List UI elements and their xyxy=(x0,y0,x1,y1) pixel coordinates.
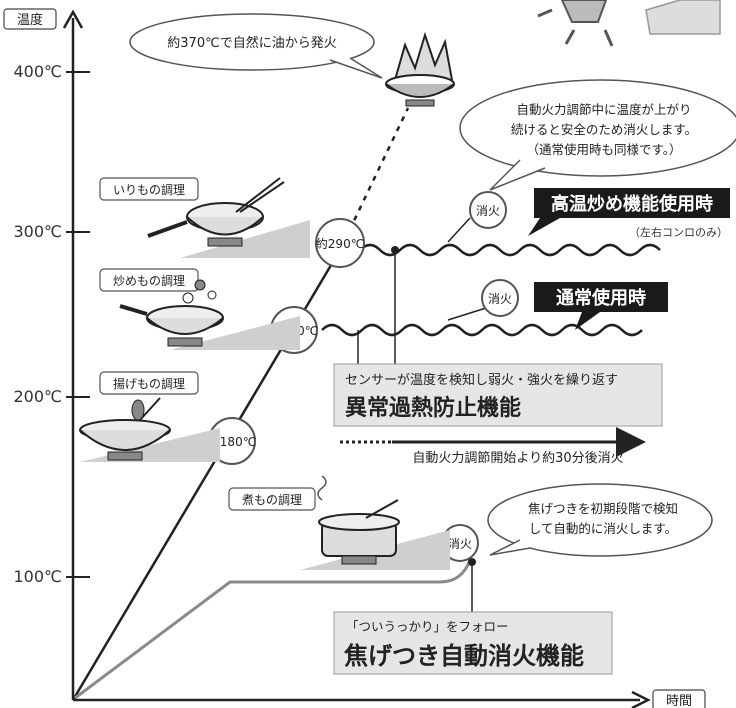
ignite-text: 約370℃で自然に油から発火 xyxy=(167,35,336,51)
simmer-curve xyxy=(74,559,472,700)
nimono-label-box xyxy=(228,487,316,511)
scorch-sub: 「ついうっかり」をフォロー xyxy=(346,619,509,634)
agemono-label: 揚げもの調理 xyxy=(113,377,185,391)
overheat-box xyxy=(333,363,663,427)
extinguish-high-pointer xyxy=(447,217,471,243)
agemono-label-box xyxy=(99,371,199,395)
circle-290 xyxy=(315,218,365,268)
x-axis-arrowhead xyxy=(631,690,651,708)
x-axis-label: 時間 xyxy=(666,694,692,708)
auto-off-line-2: 続けると安全のため消火します。 xyxy=(511,122,697,137)
extinguish-normal-label: 消火 xyxy=(488,292,512,306)
y-axis-arrowhead xyxy=(62,9,84,29)
high-mode-text: 高温炒め機能使用時 xyxy=(551,193,713,215)
auto-off-bubble: 自動火力調節中に温度が上がり 続けると安全のため消火します。 （通常使用時も同様… xyxy=(459,79,736,191)
normal-mode-text: 通常使用時 xyxy=(556,287,646,309)
scorch-line-1: 焦げつきを初期段階で検知 xyxy=(528,501,678,516)
nimono-pot-illustration xyxy=(300,475,450,570)
scorch-box xyxy=(333,611,613,675)
extinguish-circle-normal xyxy=(481,279,519,317)
y-axis-label: 温度 xyxy=(17,12,43,28)
normal-mode-label: 通常使用時 xyxy=(534,282,668,330)
agemono-pot-illustration xyxy=(79,397,220,462)
tick-label-300: 300℃ xyxy=(13,222,62,241)
extinguish-high-label: 消火 xyxy=(476,204,500,218)
scorch-line-2: して自動的に消火します。 xyxy=(529,521,677,536)
itamemono-label: 炒めもの調理 xyxy=(113,274,185,288)
tick-label-100: 100℃ xyxy=(13,567,62,586)
irimono-label: いりもの調理 xyxy=(113,183,185,197)
timer-note: 自動火力調節開始より約30分後消火 xyxy=(412,451,623,466)
irimono-label-box xyxy=(99,177,199,201)
overheat-title: 異常過熱防止機能 xyxy=(345,395,521,421)
auto-off-line-1: 自動火力調節中に温度が上がり xyxy=(516,102,691,117)
extinguish-circle-high xyxy=(469,191,507,229)
y-axis-label-box xyxy=(3,8,57,30)
itamemono-pan-illustration xyxy=(119,279,300,350)
normal-wave xyxy=(321,323,643,337)
fire-pot-illustration xyxy=(385,31,455,107)
extinguish-scorch-label: 消火 xyxy=(448,537,472,551)
x-axis-label-box xyxy=(652,689,706,708)
circle-290-label: 約290℃ xyxy=(316,236,364,251)
overheat-sub: センサーが温度を検知し弱火・強火を繰り返す xyxy=(345,372,618,388)
top-right-decoration xyxy=(537,0,721,47)
high-temp-wave xyxy=(359,243,661,257)
scorch-title: 焦げつき自動消火機能 xyxy=(344,642,584,670)
high-mode-note: （左右コンロのみ） xyxy=(629,225,728,239)
ignite-bubble: 約370℃で自然に油から発火 xyxy=(129,13,383,79)
auto-off-line-3: （通常使用時も同様です。） xyxy=(526,142,681,157)
tick-label-200: 200℃ xyxy=(13,387,62,406)
extinguish-normal-pointer xyxy=(447,307,487,321)
irimono-pan-illustration xyxy=(147,177,310,258)
high-mode-label: 高温炒め機能使用時 xyxy=(528,188,730,236)
scorch-bubble: 焦げつきを初期段階で検知 して自動的に消火します。 xyxy=(487,483,713,557)
nimono-label: 煮もの調理 xyxy=(242,493,302,507)
wave-pointer-dot xyxy=(391,246,399,254)
tick-label-400: 400℃ xyxy=(13,62,62,81)
scorch-pointer-dot xyxy=(468,558,476,566)
